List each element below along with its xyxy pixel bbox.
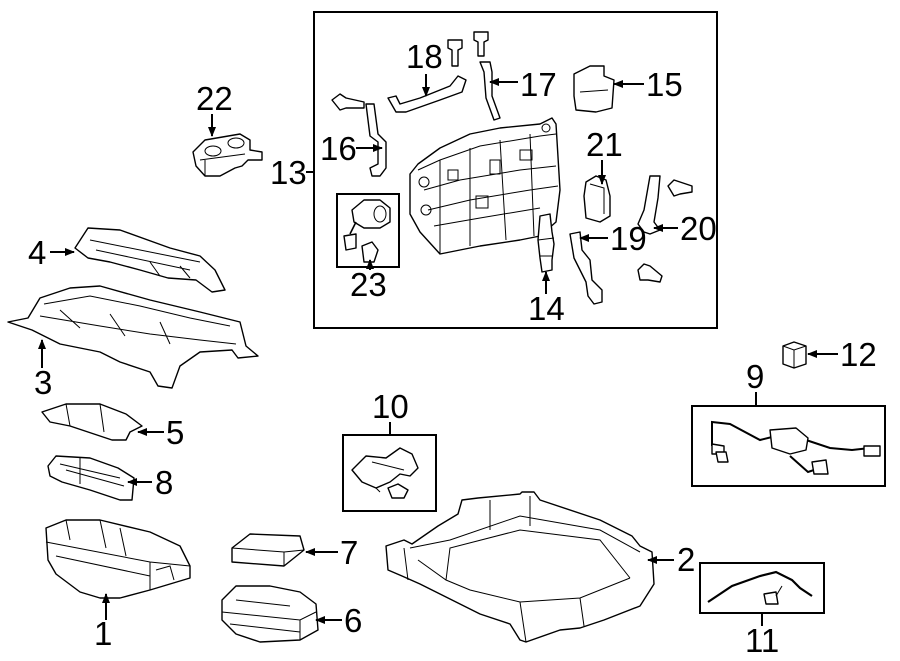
part-12-relay-drawing bbox=[782, 341, 807, 369]
part-23-sensor-drawing bbox=[343, 199, 391, 263]
part-17-bracket-drawing bbox=[479, 61, 501, 121]
part-11-cable-drawing bbox=[707, 570, 813, 605]
part-19-bracket-drawing bbox=[569, 231, 603, 305]
callout-13: 13 bbox=[270, 154, 307, 191]
part-5-plate-drawing bbox=[41, 403, 143, 441]
callout-10: 10 bbox=[372, 388, 409, 425]
callout-2: 2 bbox=[677, 541, 695, 578]
part-1-battery-module-drawing bbox=[45, 519, 191, 599]
part-20-bracket-drawing bbox=[637, 175, 661, 235]
callout-3: 3 bbox=[34, 364, 52, 401]
part-11-group-frame bbox=[699, 562, 825, 614]
bolt-drawing-4 bbox=[667, 179, 693, 197]
callout-9: 9 bbox=[746, 358, 764, 395]
callout-1: 1 bbox=[94, 615, 112, 652]
callout-17: 17 bbox=[520, 66, 557, 103]
part-14-sensor-drawing bbox=[537, 213, 555, 273]
part-2-tray-drawing bbox=[385, 491, 655, 643]
part-21-fuse-drawing bbox=[583, 175, 611, 223]
callout-16: 16 bbox=[320, 130, 357, 167]
callout-19: 19 bbox=[610, 220, 647, 257]
callout-6: 6 bbox=[344, 602, 362, 639]
part-18-bracket-drawing bbox=[387, 75, 467, 113]
part-15-cover-drawing bbox=[573, 65, 615, 113]
callout-4: 4 bbox=[28, 234, 46, 271]
callout-5: 5 bbox=[166, 414, 184, 451]
callout-labels: 1 2 3 4 5 6 7 8 9 10 11 12 13 14 15 16 1… bbox=[28, 38, 877, 659]
bolt-drawing-2 bbox=[473, 31, 489, 57]
callout-22: 22 bbox=[196, 80, 233, 117]
part-13-junction-box-drawing bbox=[409, 117, 561, 255]
callout-20: 20 bbox=[680, 210, 717, 247]
part-9-group-frame bbox=[691, 405, 886, 487]
callout-8: 8 bbox=[155, 464, 173, 501]
part-9-harness-drawing bbox=[711, 420, 881, 475]
callout-11: 11 bbox=[745, 622, 779, 659]
part-4-cover-drawing bbox=[74, 227, 226, 293]
part-10-harness-drawing bbox=[351, 447, 419, 499]
callout-7: 7 bbox=[340, 534, 358, 571]
callout-12: 12 bbox=[840, 336, 877, 373]
bolt-drawing-5 bbox=[637, 263, 663, 283]
part-6-control-unit-drawing bbox=[221, 585, 319, 643]
part-3-floor-panel-drawing bbox=[7, 285, 259, 389]
bolt-drawing-1 bbox=[447, 39, 463, 67]
callout-23: 23 bbox=[350, 266, 387, 303]
callout-15: 15 bbox=[646, 66, 683, 103]
part-7-control-module-drawing bbox=[231, 533, 305, 567]
callout-21: 21 bbox=[586, 126, 623, 163]
part-22-bracket-drawing bbox=[192, 133, 263, 177]
callout-18: 18 bbox=[406, 38, 443, 75]
part-16-bracket-drawing bbox=[365, 103, 387, 177]
part-8-bracket-drawing bbox=[47, 455, 135, 501]
leader-lines bbox=[38, 74, 838, 626]
bolt-drawing-3 bbox=[331, 93, 365, 111]
callout-14: 14 bbox=[528, 290, 565, 327]
junction-box-group-frame bbox=[313, 11, 718, 329]
